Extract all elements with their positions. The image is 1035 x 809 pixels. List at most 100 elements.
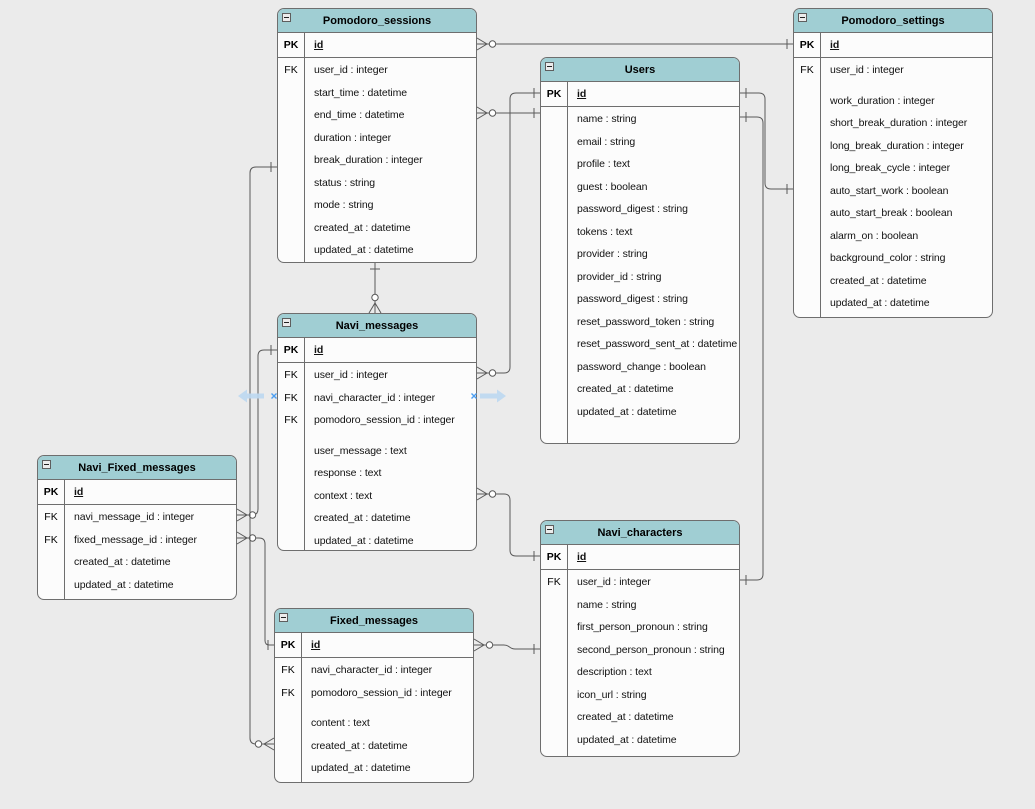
- table-row[interactable]: context : text: [278, 485, 476, 508]
- table-row[interactable]: icon_url : string: [541, 684, 739, 707]
- table-row[interactable]: password_digest : string: [541, 288, 739, 311]
- table-row[interactable]: second_person_pronoun : string: [541, 639, 739, 662]
- table-row[interactable]: reset_password_sent_at : datetime: [541, 333, 739, 356]
- table-row[interactable]: name : string: [541, 594, 739, 617]
- field-label: pomodoro_session_id : integer: [314, 414, 455, 427]
- table-row[interactable]: user_message : text: [278, 440, 476, 463]
- table-row[interactable]: password_change : boolean: [541, 356, 739, 379]
- collapse-icon[interactable]: [545, 62, 554, 71]
- table-header: Pomodoro_sessions: [278, 9, 476, 33]
- table-row[interactable]: break_duration : integer: [278, 149, 476, 172]
- field-label: start_time : datetime: [314, 86, 408, 99]
- table-row[interactable]: updated_at : datetime: [275, 757, 473, 780]
- table-row[interactable]: updated_at : datetime: [278, 239, 476, 262]
- table-row[interactable]: updated_at : datetime: [38, 574, 236, 597]
- table-row[interactable]: start_time : datetime: [278, 82, 476, 105]
- table-row[interactable]: updated_at : datetime: [794, 292, 992, 315]
- table-header: Users: [541, 58, 739, 82]
- table-row[interactable]: duration : integer: [278, 127, 476, 150]
- table-row[interactable]: created_at : datetime: [275, 735, 473, 758]
- table-title: Pomodoro_sessions: [322, 14, 432, 27]
- table-row[interactable]: created_at : datetime: [38, 551, 236, 574]
- collapse-icon[interactable]: [282, 13, 291, 22]
- table-row[interactable]: provider : string: [541, 243, 739, 266]
- field-label: created_at : datetime: [311, 739, 408, 752]
- table-row[interactable]: response : text: [278, 462, 476, 485]
- table-row[interactable]: updated_at : datetime: [278, 530, 476, 551]
- table-row[interactable]: status : string: [278, 172, 476, 195]
- collapse-icon[interactable]: [282, 318, 291, 327]
- table-row[interactable]: first_person_pronoun : string: [541, 616, 739, 639]
- table-row[interactable]: created_at : datetime: [794, 270, 992, 293]
- table-row[interactable]: password_digest : string: [541, 198, 739, 221]
- field-label: icon_url : string: [577, 688, 647, 701]
- table-row[interactable]: long_break_cycle : integer: [794, 157, 992, 180]
- key-badge: FK: [284, 64, 298, 77]
- table-row[interactable]: created_at : datetime: [278, 507, 476, 530]
- table-header: Navi_Fixed_messages: [38, 456, 236, 480]
- table-row[interactable]: mode : string: [278, 194, 476, 217]
- collapse-icon[interactable]: [279, 613, 288, 622]
- field-label: password_digest : string: [577, 203, 688, 216]
- table-row[interactable]: work_duration : integer: [794, 90, 992, 113]
- table-row[interactable]: tokens : text: [541, 221, 739, 244]
- table-row[interactable]: description : text: [541, 661, 739, 684]
- table-row[interactable]: created_at : datetime: [278, 217, 476, 240]
- field-label: created_at : datetime: [577, 711, 674, 724]
- table-row[interactable]: auto_start_work : boolean: [794, 180, 992, 203]
- collapse-icon[interactable]: [798, 13, 807, 22]
- table-row[interactable]: alarm_on : boolean: [794, 225, 992, 248]
- table-row[interactable]: created_at : datetime: [541, 706, 739, 729]
- connector-users-id--navi-messages-user-id: [476, 88, 540, 380]
- table-row[interactable]: created_at : datetime: [541, 378, 739, 401]
- connector-users-id--pomodoro-settings-user-id: [740, 88, 793, 194]
- field-label: long_break_cycle : integer: [830, 162, 950, 175]
- table-row[interactable]: auto_start_break : boolean: [794, 202, 992, 225]
- table-header: Fixed_messages: [275, 609, 473, 633]
- field-label: break_duration : integer: [314, 154, 423, 167]
- table-row[interactable]: profile : text: [541, 153, 739, 176]
- table-row[interactable]: short_break_duration : integer: [794, 112, 992, 135]
- field-label: updated_at : datetime: [577, 733, 677, 746]
- table-row[interactable]: name : string: [541, 108, 739, 131]
- table-row[interactable]: email : string: [541, 131, 739, 154]
- table-row[interactable]: guest : boolean: [541, 176, 739, 199]
- table-row[interactable]: reset_password_token : string: [541, 311, 739, 334]
- table-row[interactable]: updated_at : datetime: [541, 729, 739, 752]
- collapse-icon[interactable]: [545, 525, 554, 534]
- table-row[interactable]: content : text: [275, 712, 473, 735]
- table-row[interactable]: background_color : string: [794, 247, 992, 270]
- table-row[interactable]: provider_id : string: [541, 266, 739, 289]
- collapse-icon[interactable]: [42, 460, 51, 469]
- field-label: created_at : datetime: [314, 512, 411, 525]
- table-row[interactable]: end_time : datetime: [278, 104, 476, 127]
- table-row[interactable]: updated_at : datetime: [541, 401, 739, 424]
- table-row[interactable]: long_break_duration : integer: [794, 135, 992, 158]
